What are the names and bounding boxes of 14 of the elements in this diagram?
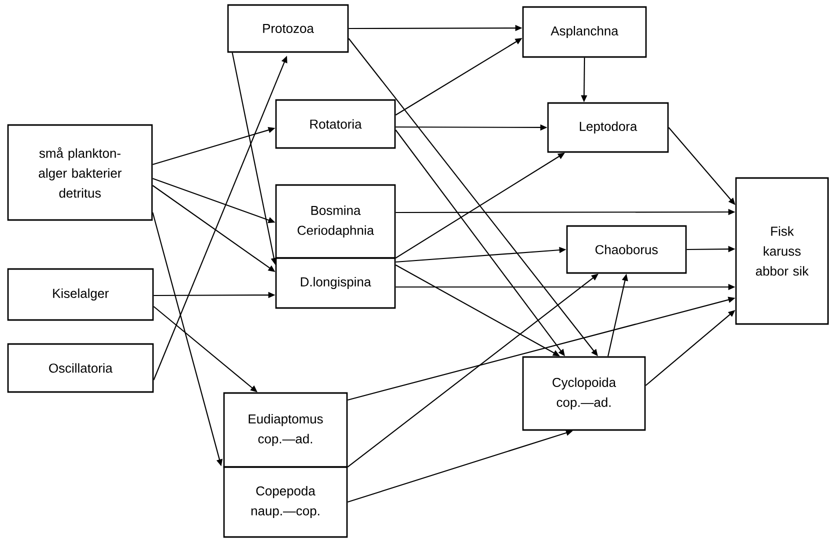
taxon-box: Cyclopoida cop.—ad. xyxy=(522,356,646,431)
taxon-box: Oscillatoria xyxy=(7,343,154,393)
taxon-box: Chaoborus xyxy=(566,225,687,274)
taxon-box: D.longispina xyxy=(275,257,396,309)
taxon-box: Leptodora xyxy=(547,102,669,153)
taxon-box: Rotatoria xyxy=(275,99,396,149)
taxon-box: Copepoda naup.—cop. xyxy=(223,466,348,538)
taxon-box: Eudiaptomus cop.—ad. xyxy=(223,392,348,468)
taxon-box: Kiselalger xyxy=(7,268,154,321)
taxon-box: Asplanchna xyxy=(522,6,647,58)
taxon-box: Protozoa xyxy=(227,4,349,53)
taxon-box: Fisk karuss abbor sik xyxy=(735,177,829,325)
taxon-box: små plankton- alger bakterier detritus xyxy=(7,124,153,221)
taxon-box: Bosmina Ceriodaphnia xyxy=(275,184,396,259)
